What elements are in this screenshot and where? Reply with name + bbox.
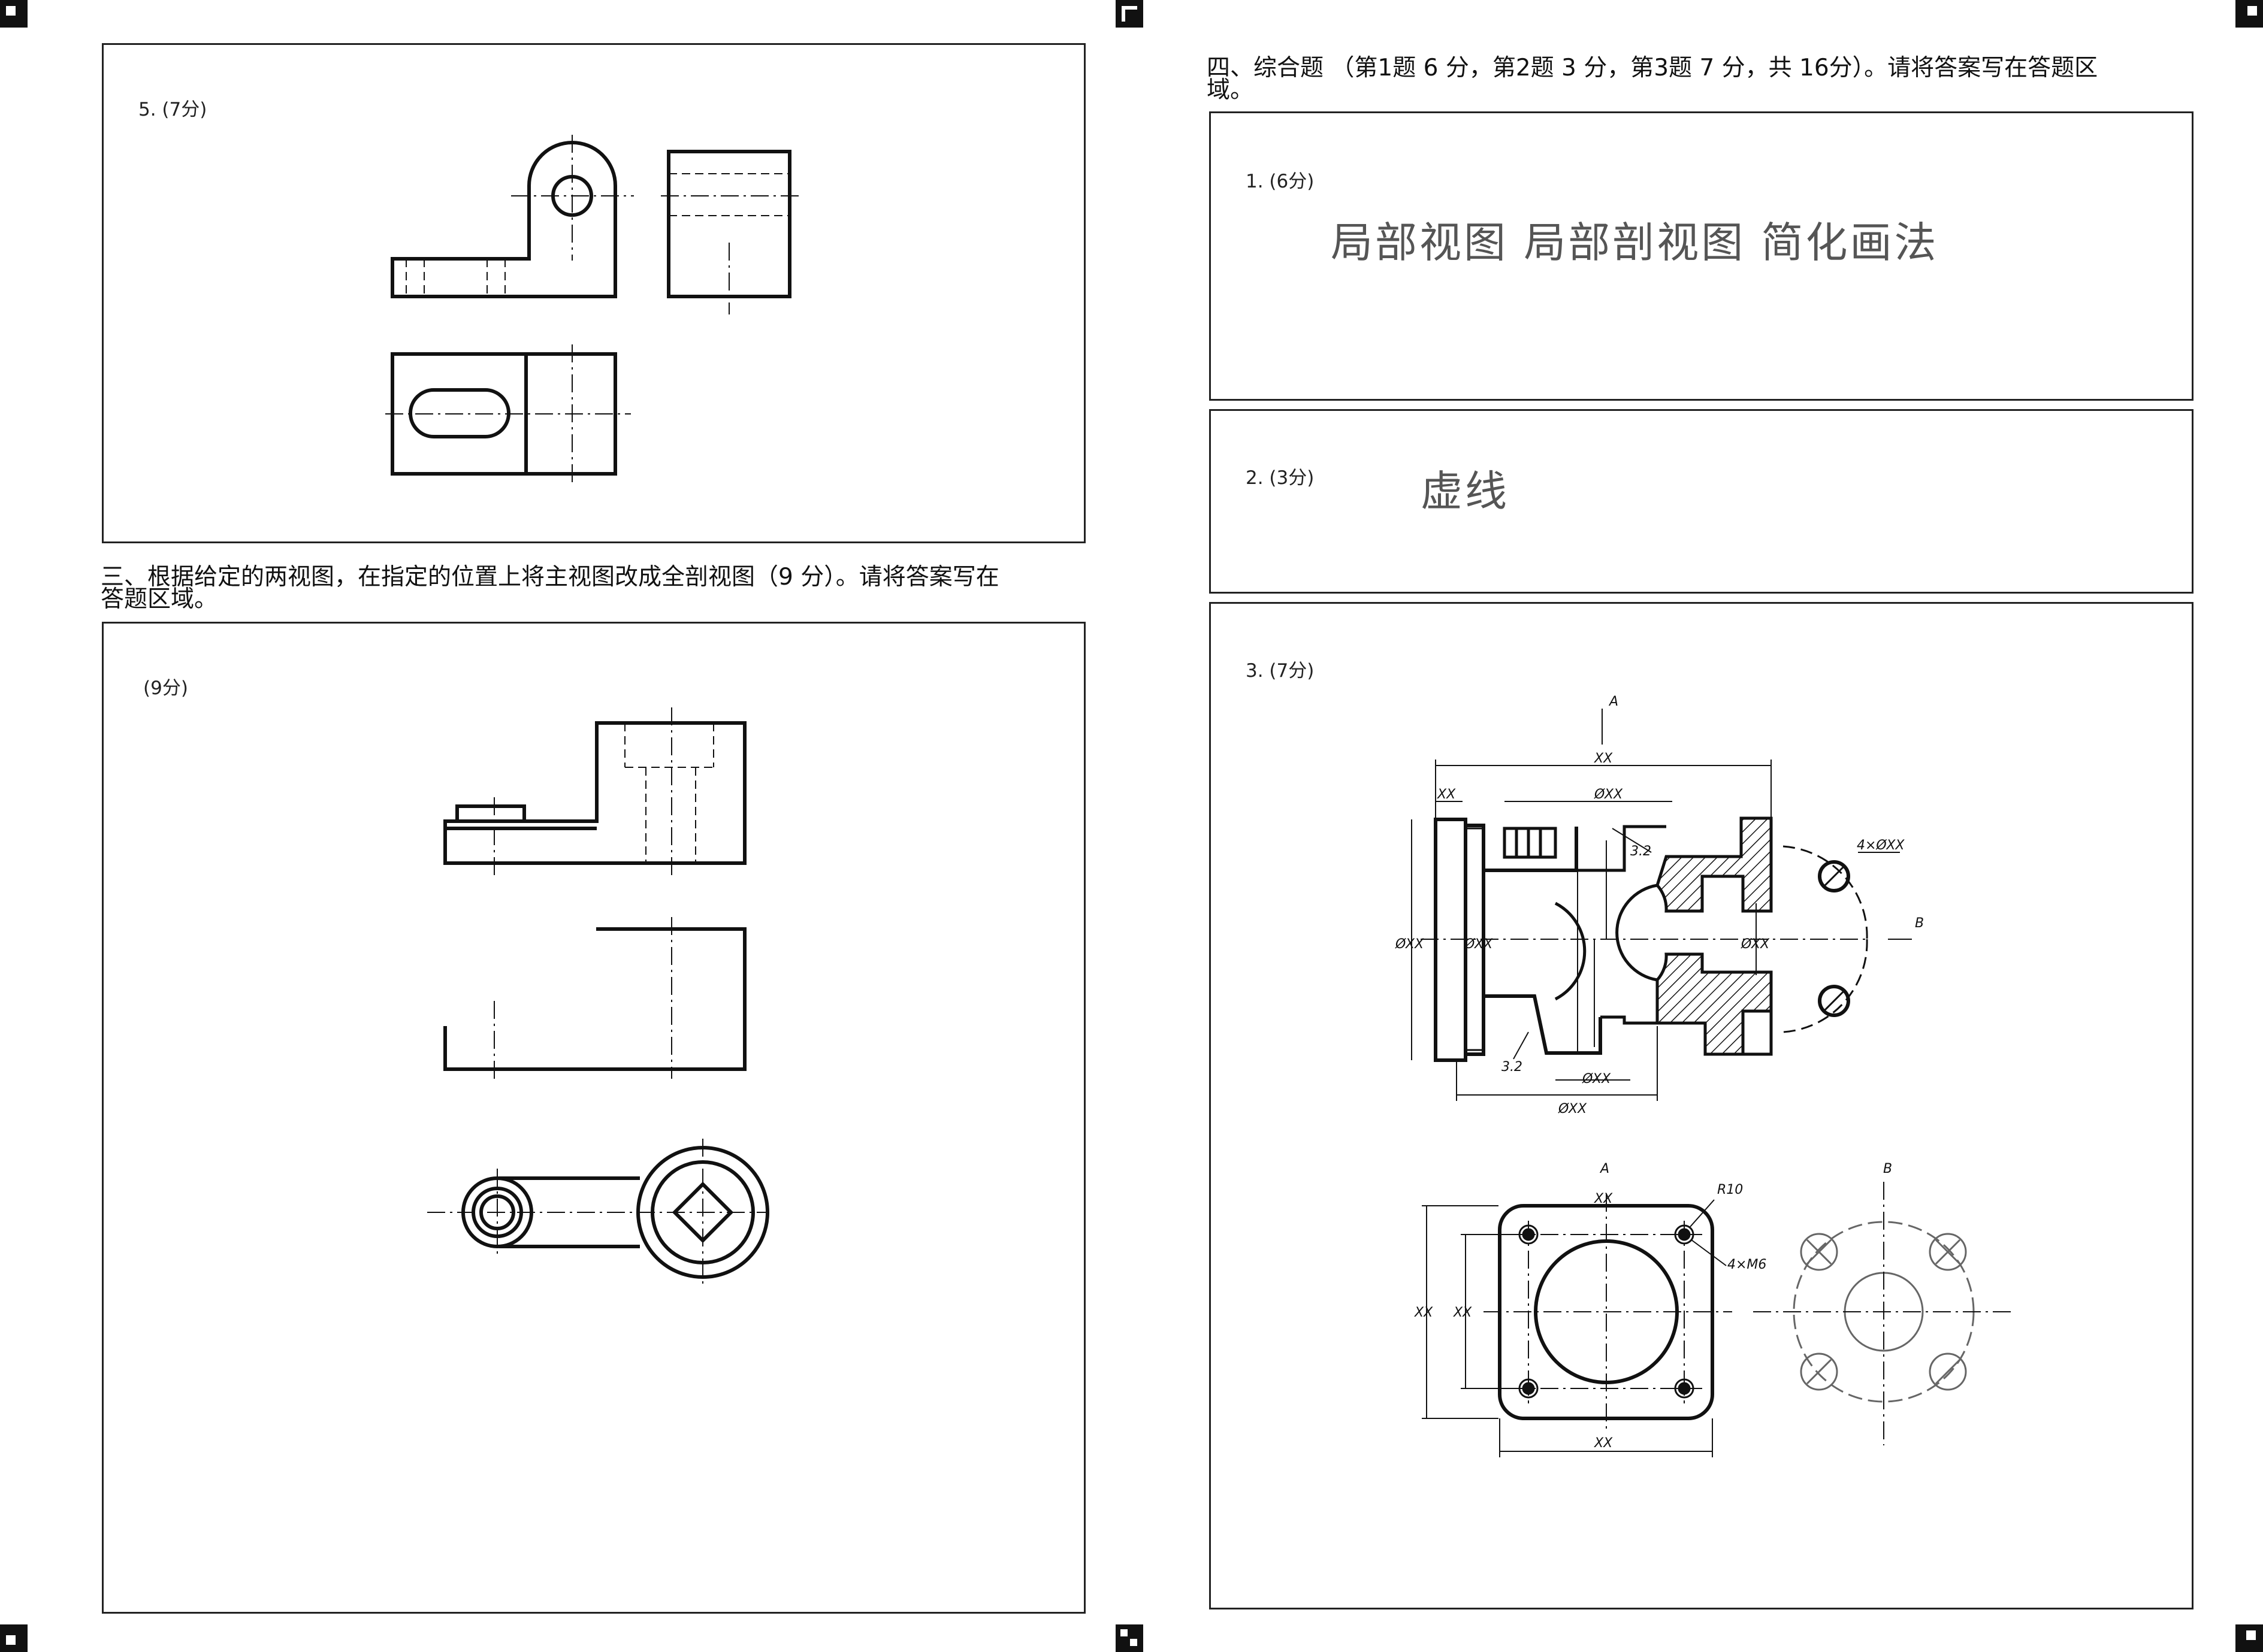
q3-dim-hole-spacing: XX bbox=[1594, 1191, 1613, 1206]
q1-label: 1. (6分) bbox=[1246, 171, 1315, 192]
q3-dim-overall-length: XX bbox=[1594, 751, 1613, 766]
q3-hatched-section-bottom bbox=[1655, 952, 1773, 1056]
q2-label: 2. (3分) bbox=[1246, 467, 1315, 489]
registration-marker-top-left bbox=[0, 0, 28, 28]
q3-dim-flange-dia: ØXX bbox=[1395, 937, 1424, 952]
section4-heading: 四、综合题 （第1题 6 分，第2题 3 分，第3题 7 分，共 16分）。请将… bbox=[1207, 54, 2098, 104]
section3-answer-box[interactable]: (9分) bbox=[102, 622, 1086, 1614]
q3-roughness-bottom: 3.2 bbox=[1501, 1060, 1522, 1075]
q3-dim-body-dia: ØXX bbox=[1464, 937, 1493, 952]
q3-dim-bore-dia: ØXX bbox=[1594, 787, 1623, 802]
q3-hatched-section-top bbox=[1655, 816, 1773, 913]
q3-dim-flange-thickness: XX bbox=[1437, 787, 1456, 802]
q5-three-view-drawing bbox=[385, 135, 799, 482]
section4-heading-line1: 四、综合题 （第1题 6 分，第2题 3 分，第3题 7 分，共 16分）。请将… bbox=[1207, 55, 2098, 81]
q3-view-a-arrow-label: A bbox=[1608, 694, 1618, 709]
section3-drawing bbox=[427, 707, 769, 1288]
registration-marker-top-right bbox=[2235, 0, 2263, 28]
q3-dim-flange-width: XX bbox=[1594, 1436, 1613, 1451]
q3-flange-bottom-right bbox=[1741, 1009, 1773, 1056]
q5-answer-box[interactable]: 5. (7分) bbox=[102, 43, 1086, 543]
q3-holes-spec: 4×ØXX bbox=[1857, 838, 1905, 853]
q3-dim-right-dia: ØXX bbox=[1741, 937, 1770, 952]
q5-label: 5. (7分) bbox=[138, 99, 207, 120]
registration-marker-top-middle bbox=[1116, 0, 1143, 28]
q2-handwritten-answer: 虚线 bbox=[1421, 467, 1509, 516]
q3-dim-inner-dia: ØXX bbox=[1582, 1072, 1611, 1087]
registration-marker-bottom-middle bbox=[1116, 1624, 1143, 1652]
q3-view-b-arrow-label: B bbox=[1915, 916, 1924, 931]
registration-marker-bottom-left bbox=[0, 1624, 28, 1652]
registration-marker-bottom-right bbox=[2235, 1624, 2263, 1652]
q3-answer-box[interactable]: 3. (7分) bbox=[1209, 602, 2193, 1609]
q3-view-a-title: A bbox=[1599, 1161, 1609, 1176]
section3-heading-line1: 三、根据给定的两视图，在指定的位置上将主视图改成全剖视图（9 分）。请将答案写在 bbox=[101, 564, 999, 591]
q1-handwritten-answer: 局部视图 局部剖视图 简化画法 bbox=[1331, 218, 1939, 267]
q3-dim-flange-height: XX bbox=[1414, 1305, 1433, 1320]
section3-heading: 三、根据给定的两视图，在指定的位置上将主视图改成全剖视图（9 分）。请将答案写在… bbox=[101, 563, 999, 613]
section4-heading-line2: 域。 bbox=[1207, 77, 1254, 104]
section3-heading-line2: 答题区域。 bbox=[101, 586, 218, 613]
q3-dim-hole-vertical-spacing: XX bbox=[1453, 1305, 1472, 1320]
q3-view-b-title: B bbox=[1883, 1161, 1892, 1176]
q3-label: 3. (7分) bbox=[1246, 660, 1315, 682]
q3-roughness-top: 3.2 bbox=[1630, 844, 1651, 859]
q2-answer-box[interactable]: 2. (3分) 虚线 bbox=[1209, 409, 2193, 594]
q3-corner-radius: R10 bbox=[1717, 1182, 1743, 1197]
q3-dim-outer-dia: ØXX bbox=[1558, 1102, 1587, 1117]
q3-thread-spec: 4×M6 bbox=[1727, 1257, 1766, 1272]
q3-part-drawing: A B XX ØXX XX 4×ØXX ØXX ØXX 3.2 3.2 ØXX … bbox=[1395, 694, 2014, 1457]
q1-answer-box[interactable]: 1. (6分) 局部视图 局部剖视图 简化画法 bbox=[1209, 111, 2193, 401]
section3-label: (9分) bbox=[143, 677, 188, 699]
